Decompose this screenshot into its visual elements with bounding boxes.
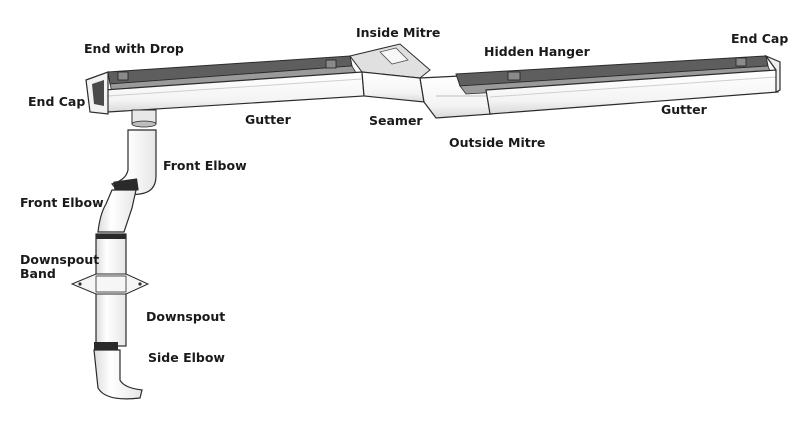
label-end-cap-right: End Cap xyxy=(731,31,789,46)
downspout-band xyxy=(70,273,150,295)
end-cap-left xyxy=(85,71,109,115)
label-seamer: Seamer xyxy=(369,113,423,128)
label-gutter-right: Gutter xyxy=(661,102,707,117)
drop-outlet xyxy=(131,109,157,128)
label-side-elbow: Side Elbow xyxy=(148,350,225,365)
label-downspout-band-line2: Band xyxy=(20,266,56,281)
label-downspout-band: Downspout Band xyxy=(20,253,99,281)
label-outside-mitre: Outside Mitre xyxy=(449,135,546,150)
label-downspout-band-line1: Downspout xyxy=(20,252,100,267)
gutter-left xyxy=(103,55,365,113)
label-hidden-hanger: Hidden Hanger xyxy=(484,44,590,59)
label-gutter-left: Gutter xyxy=(245,112,291,127)
label-inside-mitre: Inside Mitre xyxy=(356,25,441,40)
end-cap-right xyxy=(764,54,781,93)
gutter-right xyxy=(455,55,779,115)
label-end-cap-left: End Cap xyxy=(28,94,86,109)
label-front-elbow-lower: Front Elbow xyxy=(20,195,104,210)
side-elbow xyxy=(93,342,143,400)
front-elbow-upper xyxy=(110,129,157,197)
label-front-elbow-upper: Front Elbow xyxy=(163,158,247,173)
label-downspout: Downspout xyxy=(146,309,226,324)
inside-mitre xyxy=(349,43,431,103)
front-elbow-lower xyxy=(97,189,137,233)
label-end-with-drop: End with Drop xyxy=(84,41,184,56)
